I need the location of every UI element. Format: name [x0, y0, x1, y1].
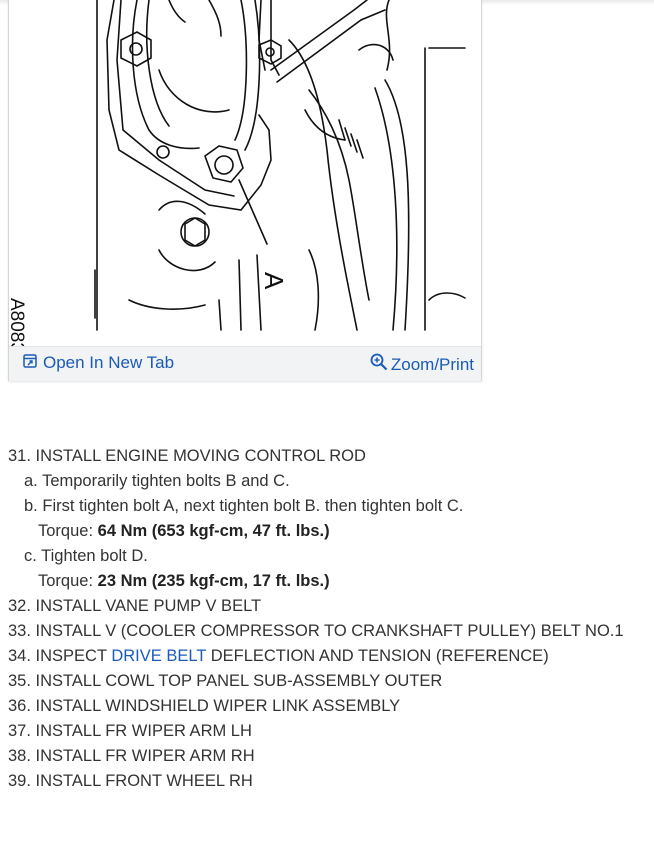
torque-spec: Torque: 23 Nm (235 kgf-cm, 17 ft. lbs.): [8, 569, 648, 594]
step-number: 37.: [8, 722, 31, 740]
step-number: 39.: [8, 772, 31, 790]
step-32: 32. INSTALL VANE PUMP V BELT: [8, 594, 648, 619]
step-number: 36.: [8, 697, 31, 715]
step-text: INSTALL FR WIPER ARM RH: [35, 747, 255, 765]
torque-value: 64 Nm (653 kgf-cm, 47 ft. lbs.): [97, 522, 330, 540]
figure-id-label: A80832: [9, 298, 27, 346]
substep-a: a. Temporarily tighten bolts B and C.: [8, 469, 648, 494]
figure-panel: A A80832 Open In New Tab: [8, 0, 482, 381]
step-36: 36. INSTALL WINDSHIELD WIPER LINK ASSEMB…: [8, 694, 648, 719]
step-text-post: DEFLECTION AND TENSION (REFERENCE): [210, 647, 549, 665]
step-text: INSTALL FR WIPER ARM LH: [35, 722, 252, 740]
step-text: INSTALL WINDSHIELD WIPER LINK ASSEMBLY: [35, 697, 401, 715]
step-number: 32.: [8, 597, 31, 615]
step-number: 33.: [8, 622, 31, 640]
step-number: 31.: [8, 447, 31, 465]
step-35: 35. INSTALL COWL TOP PANEL SUB-ASSEMBLY …: [8, 669, 648, 694]
step-text: INSTALL VANE PUMP V BELT: [35, 597, 262, 615]
open-new-tab-icon: [23, 353, 37, 373]
step-39: 39. INSTALL FRONT WHEEL RH: [8, 769, 648, 794]
torque-spec: Torque: 64 Nm (653 kgf-cm, 47 ft. lbs.): [8, 519, 648, 544]
open-in-new-tab-label: Open In New Tab: [43, 353, 175, 372]
step-38: 38. INSTALL FR WIPER ARM RH: [8, 744, 648, 769]
step-number: 38.: [8, 747, 31, 765]
callout-a-label: A: [259, 272, 289, 290]
step-text: INSTALL COWL TOP PANEL SUB-ASSEMBLY OUTE…: [35, 672, 443, 690]
engine-line-drawing: A: [94, 0, 466, 331]
procedure-steps: 31. INSTALL ENGINE MOVING CONTROL ROD a.…: [8, 444, 648, 794]
figure-toolbar: Open In New Tab Zoom/Print: [9, 346, 481, 381]
zoom-magnifier-icon: [370, 353, 388, 376]
substep-text: Tighten bolt D.: [41, 547, 148, 565]
substep-letter: a.: [24, 472, 38, 490]
step-text-pre: INSPECT: [35, 647, 107, 665]
substep-letter: c.: [24, 547, 37, 565]
step-31: 31. INSTALL ENGINE MOVING CONTROL ROD: [8, 444, 648, 469]
step-34: 34. INSPECT DRIVE BELT DEFLECTION AND TE…: [8, 644, 648, 669]
substep-c: c. Tighten bolt D.: [8, 544, 648, 569]
drive-belt-link[interactable]: DRIVE BELT: [111, 647, 207, 665]
substep-text: Temporarily tighten bolts B and C.: [42, 472, 290, 490]
step-text: INSTALL V (COOLER COMPRESSOR TO CRANKSHA…: [35, 622, 624, 640]
torque-label: Torque:: [38, 522, 94, 540]
step-number: 34.: [8, 647, 31, 665]
step-37: 37. INSTALL FR WIPER ARM LH: [8, 719, 648, 744]
zoom-print-label: Zoom/Print: [390, 354, 474, 374]
open-in-new-tab-link[interactable]: Open In New Tab: [23, 353, 174, 373]
step-number: 35.: [8, 672, 31, 690]
substep-letter: b.: [24, 497, 38, 515]
substep-b: b. First tighten bolt A, next tighten bo…: [8, 494, 648, 519]
torque-label: Torque:: [38, 572, 94, 590]
torque-value: 23 Nm (235 kgf-cm, 17 ft. lbs.): [97, 572, 330, 590]
substep-text: First tighten bolt A, next tighten bolt …: [42, 497, 464, 515]
step-text: INSTALL FRONT WHEEL RH: [35, 772, 253, 790]
step-33: 33. INSTALL V (COOLER COMPRESSOR TO CRAN…: [8, 619, 648, 644]
step-text: INSTALL ENGINE MOVING CONTROL ROD: [35, 447, 366, 465]
zoom-print-link[interactable]: Zoom/Print: [370, 353, 474, 376]
engine-illustration: A A80832: [9, 0, 481, 346]
